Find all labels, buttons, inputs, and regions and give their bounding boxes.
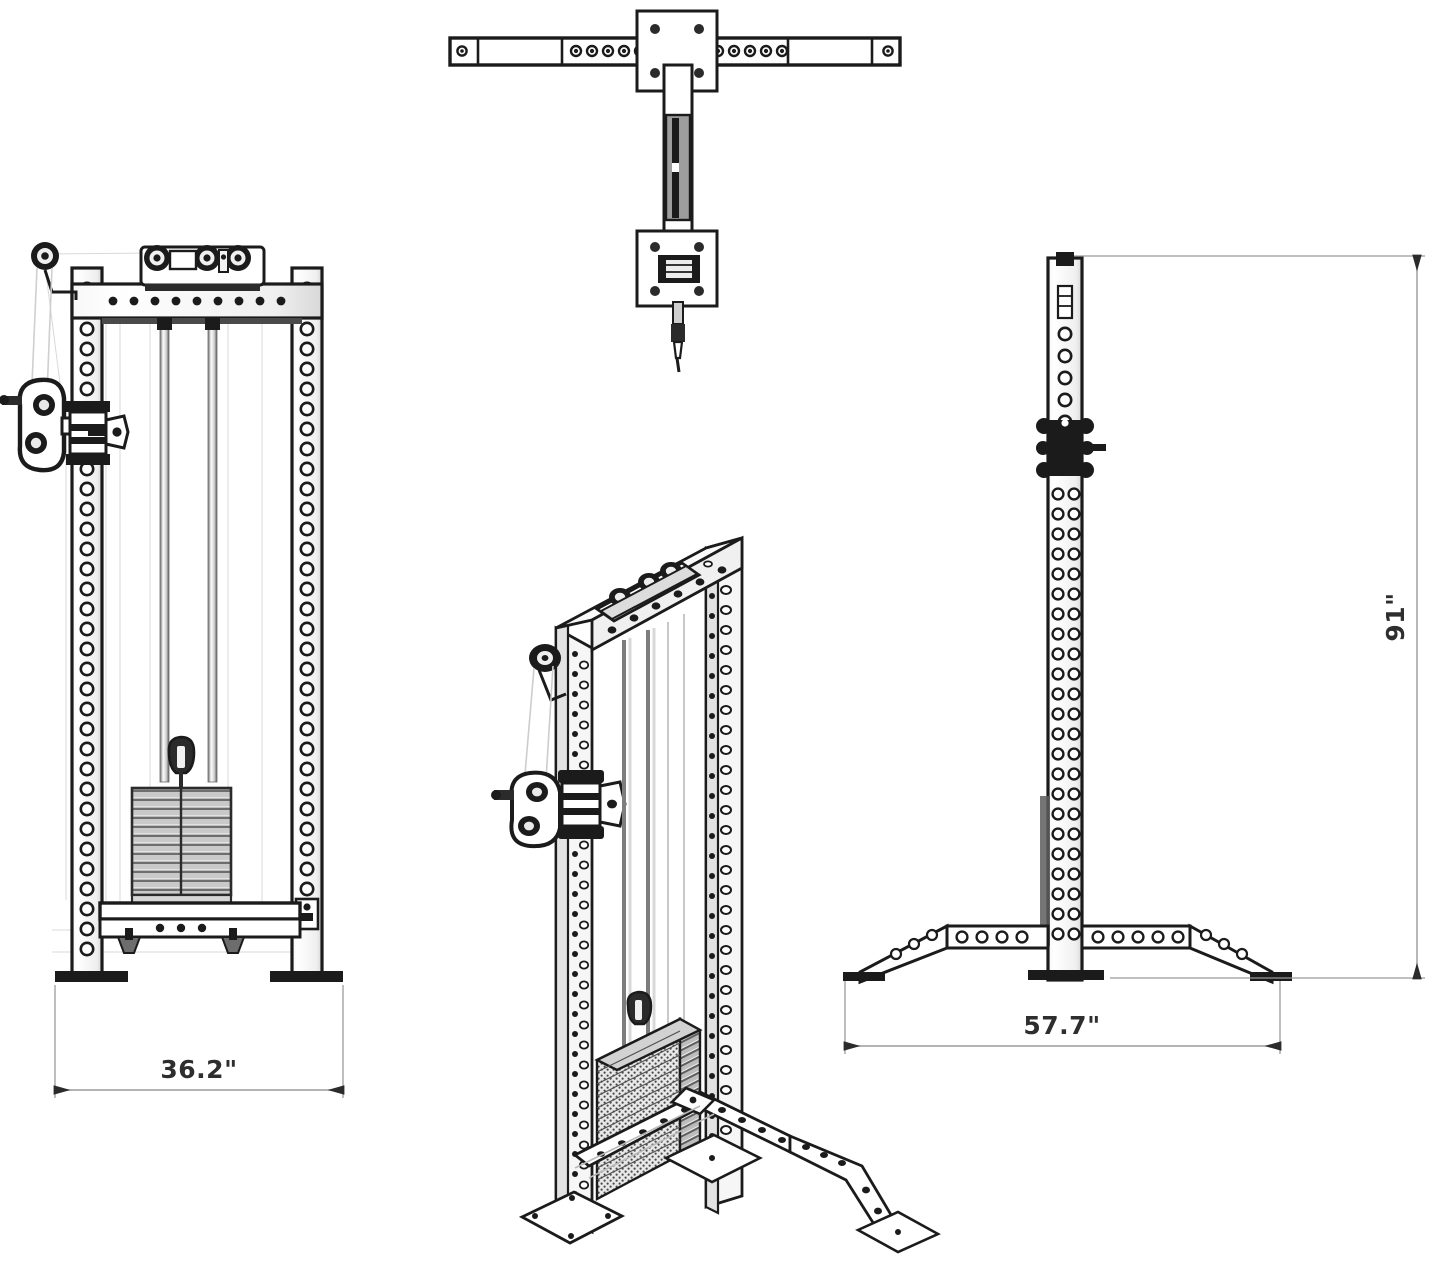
iso-base-cross-tie bbox=[574, 1105, 715, 1179]
base-foot-plate-right bbox=[270, 971, 343, 982]
side-foot-plate-center bbox=[1028, 970, 1104, 980]
side-carriage-body bbox=[1049, 430, 1081, 466]
iso-crossbeam-holes bbox=[607, 566, 727, 634]
iso-guide-rods bbox=[622, 614, 685, 1050]
cable-run-upper bbox=[43, 269, 78, 300]
carriage-collar-top bbox=[66, 401, 110, 412]
base-foot-plate-left bbox=[55, 971, 128, 982]
top-plan-depth-arm bbox=[662, 63, 694, 242]
iso-upright-front bbox=[554, 620, 594, 1235]
iso-carriage-collar-top bbox=[558, 770, 604, 783]
guide-rod-left-cap bbox=[157, 318, 172, 330]
carriage-stub-pin bbox=[2, 396, 22, 405]
base-stabilizer-assembly bbox=[98, 901, 302, 954]
side-upright-holes-lower bbox=[1051, 487, 1081, 941]
top-pulley-wheels bbox=[144, 245, 251, 271]
side-base-angled-leg-left bbox=[858, 923, 949, 985]
iso-outer-idler-pulley bbox=[523, 644, 567, 787]
top-plan-base-plate-bolts bbox=[650, 24, 704, 78]
top-pulley-window bbox=[168, 249, 198, 271]
top-plan-handle-attachment bbox=[671, 301, 685, 373]
base-rubber-feet bbox=[116, 928, 246, 954]
side-foot-pad-left bbox=[843, 972, 885, 981]
weight-stack bbox=[130, 786, 233, 905]
iso-base-frame bbox=[572, 1086, 902, 1242]
iso-weight-selector-pin bbox=[626, 990, 653, 1026]
guide-rod-left bbox=[159, 321, 170, 783]
upright-right-holes bbox=[299, 281, 315, 897]
isometric-view bbox=[491, 535, 941, 1254]
dimension-width-label: 36.2" bbox=[160, 1055, 237, 1084]
weight-stack-guide-rods bbox=[157, 318, 220, 783]
dimension-height-label: 91" bbox=[1381, 592, 1410, 641]
side-adjustable-pulley-carriage bbox=[1036, 418, 1106, 478]
iso-weight-stack-top bbox=[594, 1017, 703, 1072]
top-pulley-assembly bbox=[139, 245, 266, 291]
dimension-depth-label: 57.7" bbox=[1023, 1011, 1100, 1040]
iso-base-bar-right-holes bbox=[718, 1107, 786, 1143]
side-elevation-view: 57.7" 91" bbox=[843, 252, 1425, 1054]
weight-selector-pin bbox=[167, 735, 196, 789]
iso-carriage-body bbox=[560, 781, 602, 828]
iso-upright-rear bbox=[704, 536, 744, 1215]
dimension-depth: 57.7" bbox=[843, 981, 1282, 1054]
guide-rod-right-cap bbox=[205, 318, 220, 330]
top-plan-carriage-plate-bolts bbox=[650, 242, 704, 296]
top-crossbeam-lower-rail bbox=[102, 318, 302, 324]
top-plan-end-bolts bbox=[456, 45, 894, 57]
iso-foot-plate-front bbox=[518, 1190, 626, 1245]
iso-foot-plates bbox=[518, 1133, 941, 1254]
iso-top-pulley-assembly bbox=[594, 561, 702, 623]
top-crossbeam-holes bbox=[108, 296, 286, 306]
side-weight-stack-edge bbox=[1040, 796, 1050, 946]
dimension-height: 91" bbox=[1074, 254, 1425, 980]
side-base-leg-holes bbox=[889, 928, 1249, 961]
upright-column-left bbox=[55, 266, 128, 982]
base-stabilizer-holes bbox=[155, 923, 207, 933]
top-plan-carriage-plate bbox=[635, 229, 719, 308]
side-foot-pad-right bbox=[1250, 972, 1292, 981]
adjustable-pulley-carriage bbox=[0, 377, 130, 473]
front-elevation-view: 36.2" bbox=[0, 242, 345, 1098]
side-upright-cap bbox=[1056, 252, 1074, 266]
side-upright-slot bbox=[1056, 284, 1074, 320]
iso-upright-front-face-holes bbox=[578, 660, 590, 1190]
side-base-bar-holes bbox=[955, 930, 1185, 944]
side-upright-column bbox=[1040, 252, 1084, 982]
iso-upright-front-side bbox=[554, 620, 570, 1216]
carriage-collar-bottom bbox=[66, 454, 110, 465]
iso-carriage-collar-bottom bbox=[558, 826, 604, 839]
side-base-assembly bbox=[843, 923, 1292, 985]
guide-rod-right bbox=[207, 321, 218, 783]
dimension-width: 36.2" bbox=[53, 985, 345, 1098]
top-plan-view bbox=[448, 9, 902, 373]
base-stabilizer-bar bbox=[98, 901, 302, 921]
side-carriage-handle-stub bbox=[1090, 444, 1106, 451]
carriage-cam-plate bbox=[17, 377, 67, 473]
